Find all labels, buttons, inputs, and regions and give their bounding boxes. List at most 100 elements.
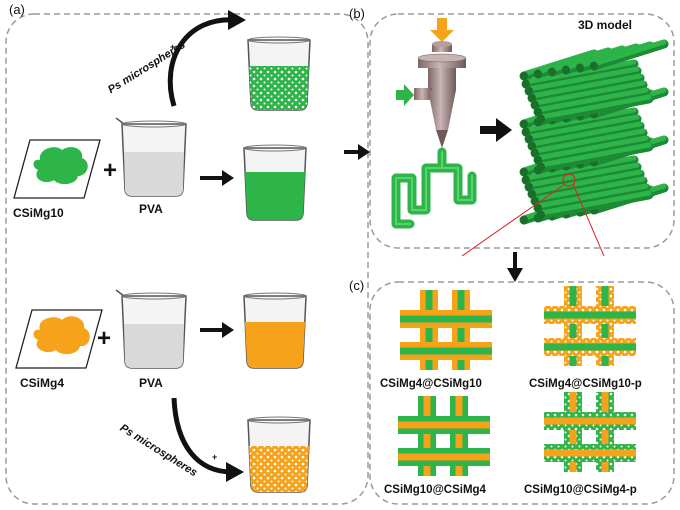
scaffold-label-3: CSiMg10@CSiMg4-p bbox=[524, 484, 637, 496]
scaffold-rod-core bbox=[457, 290, 465, 370]
curved-arrow-bottom bbox=[171, 397, 233, 475]
lattice-rod-end bbox=[522, 127, 530, 137]
curved-arrow-top-head bbox=[228, 10, 246, 30]
panel-label-a: (a) bbox=[9, 2, 25, 17]
orange-porous-beaker bbox=[247, 416, 311, 493]
lattice-rod-end bbox=[525, 86, 533, 96]
lattice-rod-highlight bbox=[538, 142, 652, 168]
lattice-rod-end bbox=[534, 155, 542, 165]
scaffold-label-1: CSiMg4@CSiMg10-p bbox=[529, 378, 642, 390]
lattice-rod-end bbox=[522, 79, 530, 89]
plus-sign-bottom: + bbox=[97, 325, 111, 352]
label-csimg10: CSiMg10 bbox=[13, 206, 64, 220]
scaffold-grid-2 bbox=[398, 396, 490, 476]
lattice-rod-highlight bbox=[535, 135, 649, 161]
lattice-rod-highlight bbox=[535, 183, 649, 209]
zoom-highlight-circle bbox=[562, 173, 576, 187]
pva-beaker-bottom bbox=[115, 289, 187, 369]
scaffold-rod-core bbox=[544, 449, 636, 457]
scaffold-rod-core bbox=[569, 286, 577, 366]
green-solution-beaker bbox=[243, 144, 307, 221]
lattice-rod-end bbox=[528, 141, 536, 151]
lattice-rod-end bbox=[525, 134, 533, 144]
scaffold-rod-core bbox=[400, 315, 492, 323]
orange-solution-beaker bbox=[243, 292, 307, 369]
panel-a-border bbox=[5, 13, 369, 505]
scaffold-rod-core bbox=[455, 396, 463, 476]
csimg4-powder-blob bbox=[33, 316, 90, 355]
plus-sign-top: + bbox=[103, 157, 117, 184]
lattice-rod-end bbox=[520, 167, 528, 177]
lattice-rod-end bbox=[520, 119, 528, 129]
lattice-rod-highlight bbox=[529, 169, 643, 195]
lattice-rod-highlight bbox=[526, 162, 640, 188]
label-csimg4: CSiMg4 bbox=[20, 376, 65, 390]
label-3d-model: 3D model bbox=[578, 18, 633, 32]
scaffold-grid-3 bbox=[544, 392, 636, 472]
lattice-rod-end bbox=[576, 63, 584, 73]
scaffold-rod-core bbox=[400, 347, 492, 355]
lattice-rod-end bbox=[537, 210, 545, 220]
lattice-rod-highlight bbox=[535, 87, 649, 113]
lattice-rod-end bbox=[522, 175, 530, 185]
scaffold-grid-0 bbox=[400, 290, 492, 370]
lattice-rod-highlight bbox=[538, 190, 652, 216]
zoom-line-left bbox=[461, 183, 566, 257]
panel-label-c: (c) bbox=[349, 278, 365, 293]
lattice-rod-end bbox=[562, 65, 570, 75]
orange-feed-arrow bbox=[430, 18, 454, 42]
lattice-rod-end bbox=[537, 114, 545, 124]
scaffold-rod-core bbox=[569, 392, 577, 472]
lattice-rod-end bbox=[534, 107, 542, 117]
lattice-rod-end bbox=[531, 148, 539, 158]
curved-arrow-top bbox=[167, 17, 237, 107]
zoom-line-right bbox=[572, 183, 605, 257]
scaffold-rod-core bbox=[544, 417, 636, 425]
lattice-rod-highlight bbox=[532, 128, 646, 154]
extruded-filament bbox=[391, 147, 477, 229]
scaffold-rod-core bbox=[601, 392, 609, 472]
label-pva-top: PVA bbox=[139, 202, 163, 216]
arrow-to-3d-model bbox=[480, 118, 512, 142]
panel-c-border bbox=[369, 281, 675, 505]
panel-label-b: (b) bbox=[349, 6, 365, 21]
csimg10-powder-blob bbox=[33, 147, 88, 185]
lattice-rod-highlight bbox=[591, 39, 667, 67]
lattice-rod-end bbox=[531, 100, 539, 110]
label-pva-bottom: PVA bbox=[139, 376, 163, 390]
scaffold-rod-core bbox=[544, 343, 636, 351]
arrow-bottom-right bbox=[200, 322, 234, 338]
lattice-rod-end bbox=[534, 203, 542, 213]
lattice-rod-end bbox=[537, 162, 545, 172]
arrow-b-to-c bbox=[507, 252, 523, 282]
lattice-rod-end bbox=[520, 215, 528, 225]
lattice-rod-end bbox=[534, 69, 542, 79]
scaffold-label-2: CSiMg10@CSiMg4 bbox=[384, 484, 486, 496]
scaffold-rod-core bbox=[601, 286, 609, 366]
green-porous-beaker bbox=[247, 36, 311, 111]
lattice-rod-highlight bbox=[526, 66, 640, 92]
lattice-rod-highlight bbox=[532, 80, 646, 106]
lattice-rod-highlight bbox=[532, 176, 646, 202]
plus-ps-bottom: + bbox=[212, 452, 218, 462]
pva-beaker-top bbox=[115, 117, 187, 197]
scaffold-rod-core bbox=[398, 453, 490, 461]
arrow-a-to-b bbox=[344, 144, 370, 160]
scaffold-rod-core bbox=[425, 290, 433, 370]
lattice-rod-end bbox=[525, 182, 533, 192]
lattice-rod-end bbox=[590, 61, 598, 71]
scaffold-label-0: CSiMg4@CSiMg10 bbox=[380, 378, 482, 390]
panel-b-border bbox=[369, 13, 675, 249]
curved-arrow-bottom-head bbox=[226, 462, 244, 482]
scaffold-rod-core bbox=[423, 396, 431, 476]
scaffold-rod-core bbox=[544, 311, 636, 319]
lattice-rod-end bbox=[528, 93, 536, 103]
green-feed-arrow bbox=[396, 84, 414, 106]
scaffold-grid-1 bbox=[544, 286, 636, 366]
lattice-rod-highlight bbox=[538, 94, 652, 120]
print-nozzle bbox=[414, 41, 467, 148]
lattice-rod-end bbox=[520, 71, 528, 81]
lattice-rod-end bbox=[528, 189, 536, 199]
arrow-top-right bbox=[200, 170, 234, 186]
